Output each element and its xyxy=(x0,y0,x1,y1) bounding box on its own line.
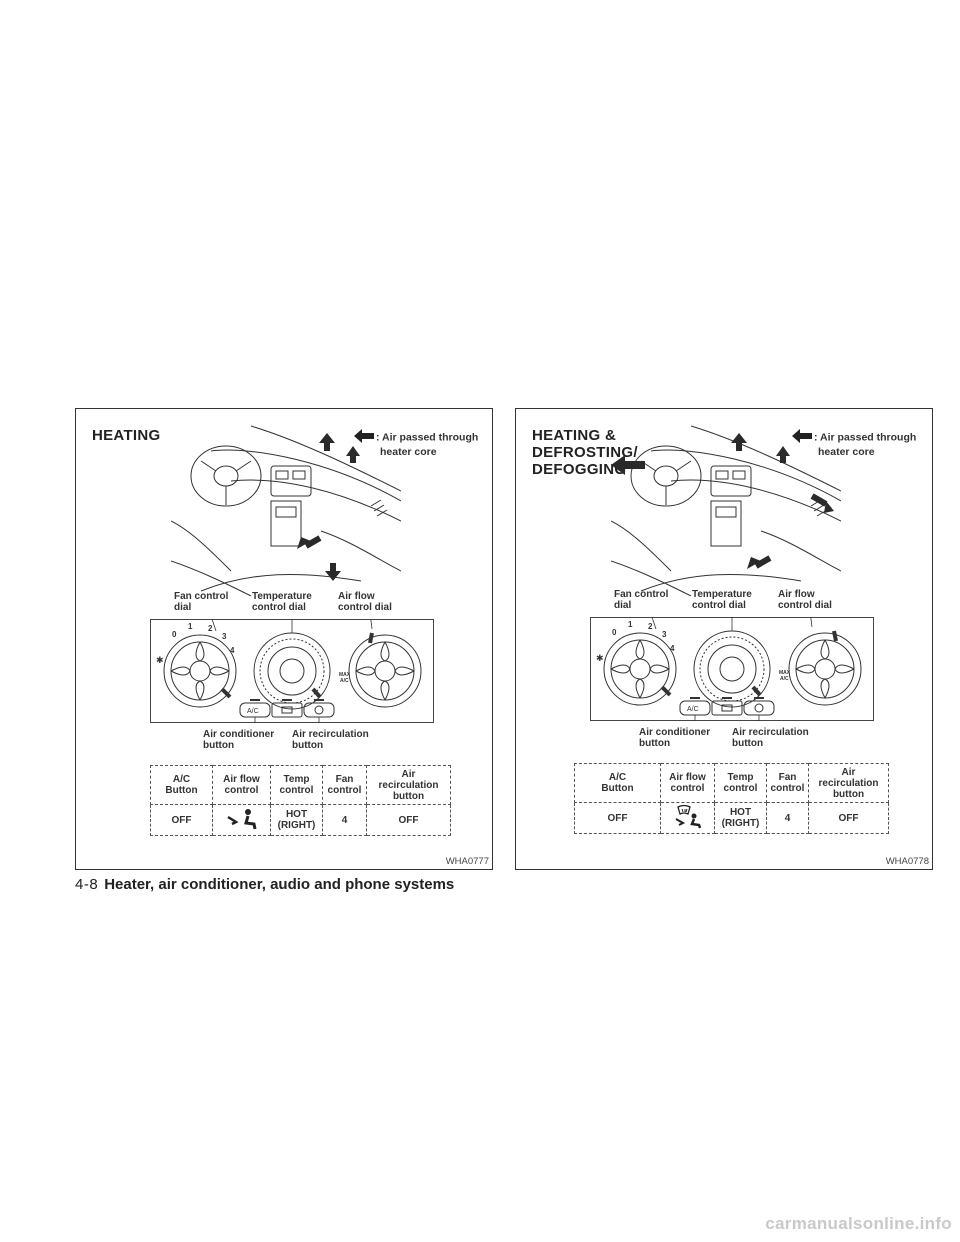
button-strip xyxy=(239,699,335,718)
cell-ac: OFF xyxy=(574,802,661,834)
title-line-1: HEATING xyxy=(92,427,161,444)
page-number: 4-8 xyxy=(75,876,99,893)
legend-line-2: heater core xyxy=(818,446,875,458)
fan-control-dial xyxy=(163,634,237,708)
climate-control-panel: 0 1 2 3 4 ✱ MAX A/C xyxy=(150,619,434,723)
cell-recirc: OFF xyxy=(808,802,889,834)
air-flow-control-dial xyxy=(788,630,862,706)
cell-ac: OFF xyxy=(150,804,213,836)
page-footer: 4-8 Heater, air conditioner, audio and ph… xyxy=(75,876,454,894)
airflow-arrow-icon xyxy=(354,429,374,446)
svg-text:4: 4 xyxy=(230,646,235,655)
climate-control-panel: 0 1 2 3 4 ✱ MAX A/C xyxy=(590,617,874,721)
svg-text:MAX: MAX xyxy=(779,670,791,676)
floor-vent-icon xyxy=(226,808,256,829)
figure-code: WHA0777 xyxy=(445,856,489,867)
cell-air-flow xyxy=(212,804,271,836)
svg-text:4: 4 xyxy=(670,644,675,653)
cell-air-flow xyxy=(660,802,715,834)
figure-panel-heating-defrosting: HEATING & DEFROSTING/ DEFOGGING : Air pa… xyxy=(515,408,933,870)
watermark: carmanualsonline.info xyxy=(765,1214,952,1233)
air-flow-control-dial xyxy=(348,632,422,708)
dashboard-illustration xyxy=(171,425,401,596)
title-line-1: HEATING & xyxy=(532,427,617,444)
panel-title: HEATING xyxy=(92,427,161,444)
svg-text:MAX: MAX xyxy=(339,672,351,678)
cell-recirc: OFF xyxy=(366,804,451,836)
svg-text:A/C: A/C xyxy=(247,708,259,715)
airflow-arrow-icon xyxy=(792,429,812,446)
title-line-2: DEFROSTING/ xyxy=(532,444,638,461)
svg-text:1: 1 xyxy=(628,620,633,629)
table-row: OFF HOT(RIGHT) 4 OFF xyxy=(574,802,889,834)
cell-fan: 4 xyxy=(322,804,367,836)
legend-line-2: heater core xyxy=(380,446,437,458)
svg-text:A/C: A/C xyxy=(340,678,349,684)
title-line-3: DEFOGGING xyxy=(532,461,627,478)
temperature-control-dial xyxy=(693,630,771,708)
svg-text:✱: ✱ xyxy=(156,655,164,665)
fan-control-dial xyxy=(603,632,677,706)
svg-text:A/C: A/C xyxy=(687,706,699,713)
svg-text:2: 2 xyxy=(208,624,213,633)
svg-text:3: 3 xyxy=(662,630,667,639)
cell-temp: HOT(RIGHT) xyxy=(714,802,767,834)
svg-text:✱: ✱ xyxy=(596,653,604,663)
table-row: OFF HOT(RIGHT) 4 OFF xyxy=(150,804,451,836)
legend-line-1: : Air passed through xyxy=(376,431,479,444)
figure-panel-heating: HEATING : Air passed through heater core xyxy=(75,408,493,870)
legend-line-1: : Air passed through xyxy=(814,431,917,444)
svg-text:A/C: A/C xyxy=(780,676,789,682)
defrost-floor-icon xyxy=(675,804,701,828)
panel-title: HEATING & DEFROSTING/ DEFOGGING xyxy=(532,427,638,478)
svg-text:0: 0 xyxy=(172,630,177,639)
cell-fan: 4 xyxy=(766,802,809,834)
legend: : Air passed through heater core xyxy=(354,429,478,458)
section-title: Heater, air conditioner, audio and phone… xyxy=(104,876,455,893)
svg-text:2: 2 xyxy=(648,622,653,631)
svg-text:1: 1 xyxy=(188,622,193,631)
figure-code: WHA0778 xyxy=(885,856,929,867)
dashboard-illustration xyxy=(611,425,841,596)
svg-text:0: 0 xyxy=(612,628,617,637)
cell-temp: HOT(RIGHT) xyxy=(270,804,323,836)
legend: : Air passed through heater core xyxy=(792,429,916,458)
temperature-control-dial xyxy=(253,632,331,710)
svg-text:3: 3 xyxy=(222,632,227,641)
